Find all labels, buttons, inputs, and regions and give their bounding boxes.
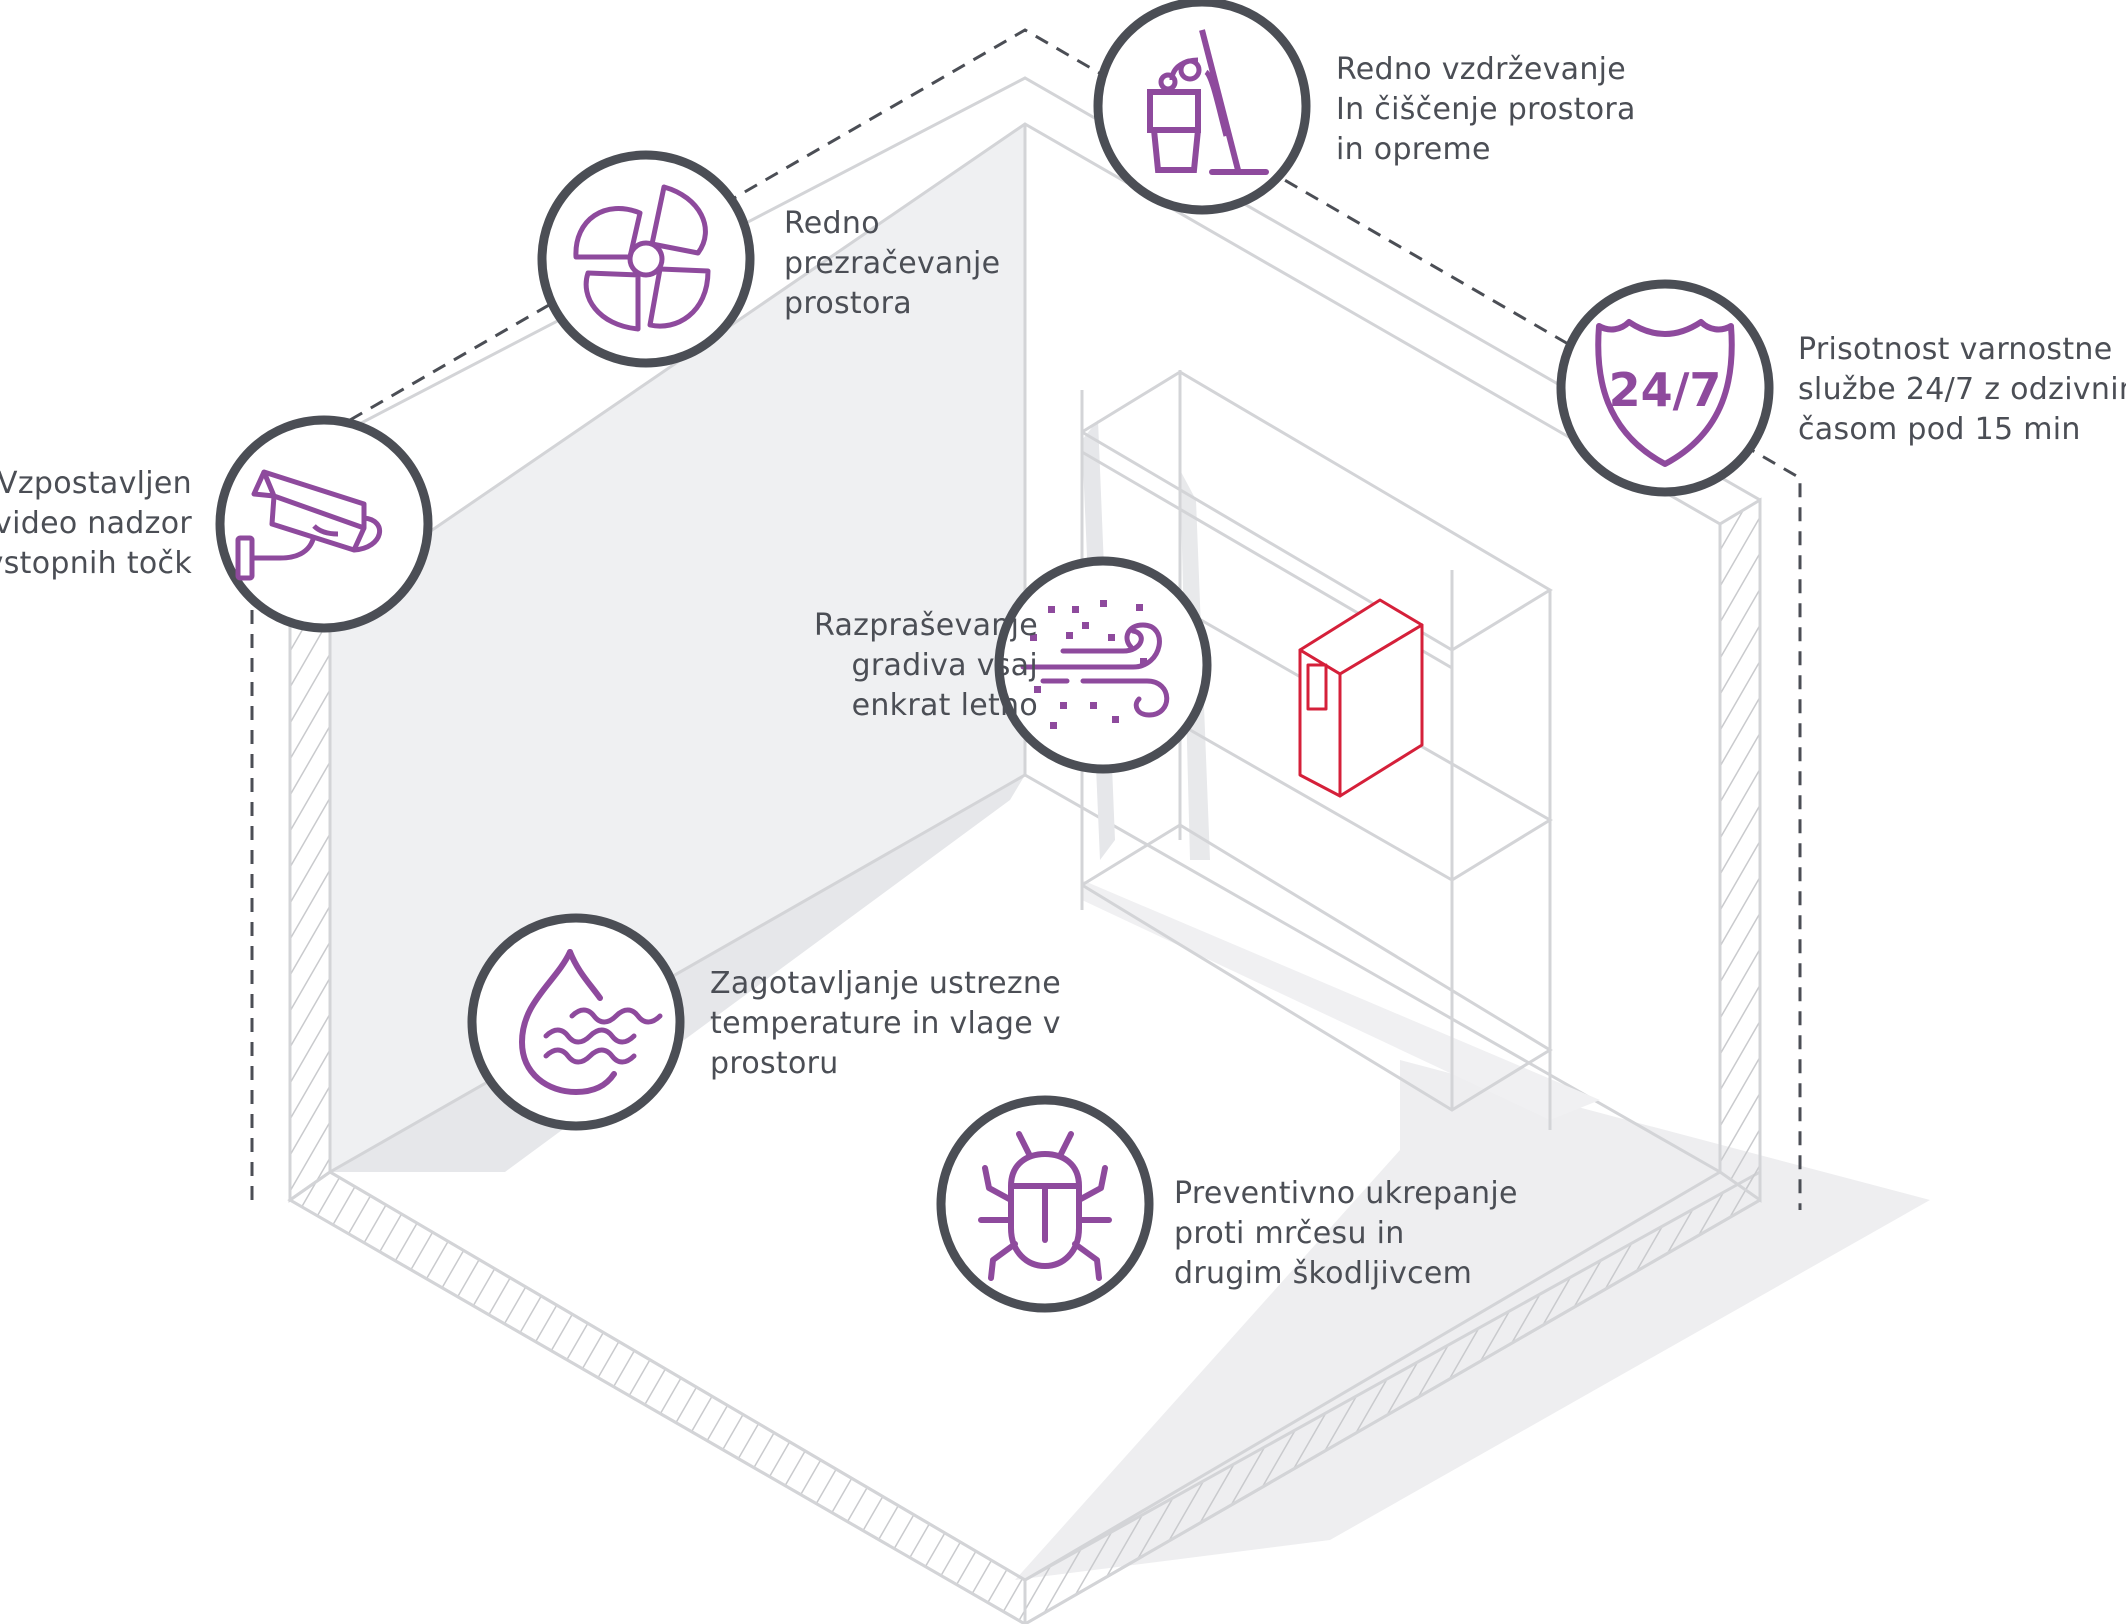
feature-label-maintenance: Redno vzdrževanje In čiščenje prostora i… <box>1336 52 1636 167</box>
humidity-drop-icon <box>518 949 663 1096</box>
feature-label-ventilation: Redno prezračevanje prostora <box>784 206 1001 321</box>
floor-shadow <box>1015 1060 1930 1580</box>
archive-box <box>1298 598 1424 798</box>
feature-icon-circle <box>936 1095 1154 1313</box>
feature-label-climate: Zagotavljanje ustrezne temperature in vl… <box>710 966 1061 1081</box>
cctv-camera-icon <box>235 469 382 581</box>
dust-wind-icon <box>1020 600 1170 729</box>
fan-icon <box>573 184 711 332</box>
feature-label-pest-control: Preventivno ukrepanje proti mrčesu in dr… <box>1174 1176 1518 1291</box>
feature-label-video-surveillance: Vzpostavljen video nadzor vstopnih točk <box>0 466 192 581</box>
cleaning-icon <box>1147 29 1269 175</box>
feature-icon-circle: 24/7 <box>1556 279 1774 497</box>
back-left-wall <box>330 124 1025 1172</box>
feature-label-dusting: Razpraševanje gradiva vsaj enkrat letno <box>813 608 1038 723</box>
feature-label-security: Prisotnost varnostne službe 24/7 z odziv… <box>1798 332 2126 447</box>
room-outline <box>288 76 1762 1624</box>
bug-icon <box>978 1131 1112 1281</box>
feature-icon-circle <box>994 556 1212 774</box>
feature-icon-circle <box>467 913 685 1131</box>
badge-24-7-text: 24/7 <box>1609 363 1722 417</box>
feature-icon-circle <box>215 415 433 633</box>
feature-icon-circle <box>537 150 755 368</box>
feature-icon-circle <box>1093 0 1311 215</box>
wall-thickness <box>287 497 1762 1624</box>
shield-24-7-icon: 24/7 <box>1595 319 1735 467</box>
